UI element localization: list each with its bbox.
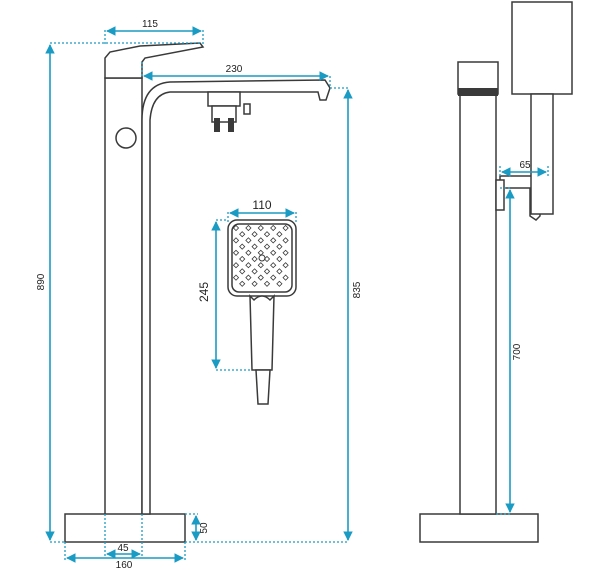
shower-nozzle — [276, 231, 283, 238]
label-spout-reach: 230 — [226, 64, 243, 75]
shower-nozzle — [239, 268, 246, 275]
shower-nozzle — [245, 237, 252, 244]
shower-nozzle — [232, 224, 240, 232]
shower-head-plate — [227, 219, 297, 297]
shower-nozzle — [257, 237, 264, 244]
shower-nozzle — [270, 249, 277, 256]
shower-nozzle — [282, 237, 289, 244]
shower-nozzle — [251, 268, 258, 275]
shower-nozzle — [251, 243, 258, 250]
label-outlet-height: 835 — [352, 281, 363, 298]
hose-outlet — [207, 91, 251, 132]
shower-nozzle — [257, 249, 264, 256]
shower-nozzle — [270, 274, 277, 281]
shower-nozzle — [239, 243, 246, 250]
shower-nozzle — [263, 231, 271, 238]
dimension-labels: 115 230 890 835 110 245 50 45 160 65 700 — [36, 19, 531, 570]
shower-nozzle — [263, 268, 271, 275]
label-hand-shower-width: 110 — [252, 198, 271, 212]
shower-nozzle — [257, 274, 264, 281]
shower-nozzle — [263, 243, 271, 250]
side-view — [419, 1, 573, 543]
shower-nozzle — [282, 249, 289, 256]
label-holder-offset: 65 — [519, 160, 531, 171]
label-base-height: 50 — [199, 522, 210, 534]
shower-nozzle — [282, 224, 289, 232]
faucet-base — [64, 513, 186, 543]
label-holder-height: 700 — [512, 343, 523, 360]
shower-handle — [255, 369, 271, 405]
front-view-faucet — [64, 42, 331, 543]
shower-nozzle — [245, 249, 252, 256]
diverter-knob — [115, 127, 137, 149]
shower-nozzle — [239, 231, 246, 238]
shower-nozzle — [282, 274, 289, 281]
shower-nozzle — [270, 237, 277, 244]
side-base — [419, 513, 539, 543]
shower-nozzle-grid — [232, 224, 289, 287]
shower-nozzle — [245, 274, 252, 281]
shower-nozzle — [276, 243, 283, 250]
shower-nozzle — [245, 224, 252, 232]
shower-nozzle — [276, 280, 283, 287]
label-spout-top-width: 115 — [142, 19, 158, 30]
side-shower-head — [511, 1, 573, 95]
shower-nozzle — [245, 262, 252, 269]
label-base-inner-width: 45 — [117, 543, 129, 554]
hand-shower — [227, 219, 297, 405]
faucet-handle — [104, 42, 205, 79]
dimension-lines — [45, 26, 549, 563]
shower-nozzle — [270, 262, 277, 269]
shower-nozzle — [251, 255, 258, 263]
label-base-outer-width: 160 — [116, 560, 133, 570]
faucet-spout — [141, 79, 331, 515]
shower-nozzle — [232, 237, 240, 244]
shower-nozzle — [251, 280, 258, 287]
label-total-height: 890 — [36, 273, 47, 290]
shower-nozzle — [257, 262, 264, 269]
shower-nozzle — [276, 255, 283, 263]
shower-nozzle — [257, 224, 264, 232]
shower-nozzle — [239, 280, 246, 287]
shower-nozzle — [270, 224, 277, 232]
shower-nozzle — [251, 231, 258, 238]
side-body — [459, 91, 497, 515]
shower-nozzle — [232, 249, 240, 256]
shower-nozzle — [232, 262, 240, 269]
shower-nozzle — [276, 268, 283, 275]
label-hand-shower-height: 245 — [197, 282, 211, 302]
shower-nozzle — [282, 262, 289, 269]
shower-neck — [249, 294, 275, 371]
shower-nozzle — [239, 255, 246, 263]
shower-nozzle — [263, 255, 271, 263]
shower-nozzle — [232, 274, 240, 281]
shower-nozzle — [263, 280, 271, 287]
shower-center-nozzle — [258, 254, 266, 262]
